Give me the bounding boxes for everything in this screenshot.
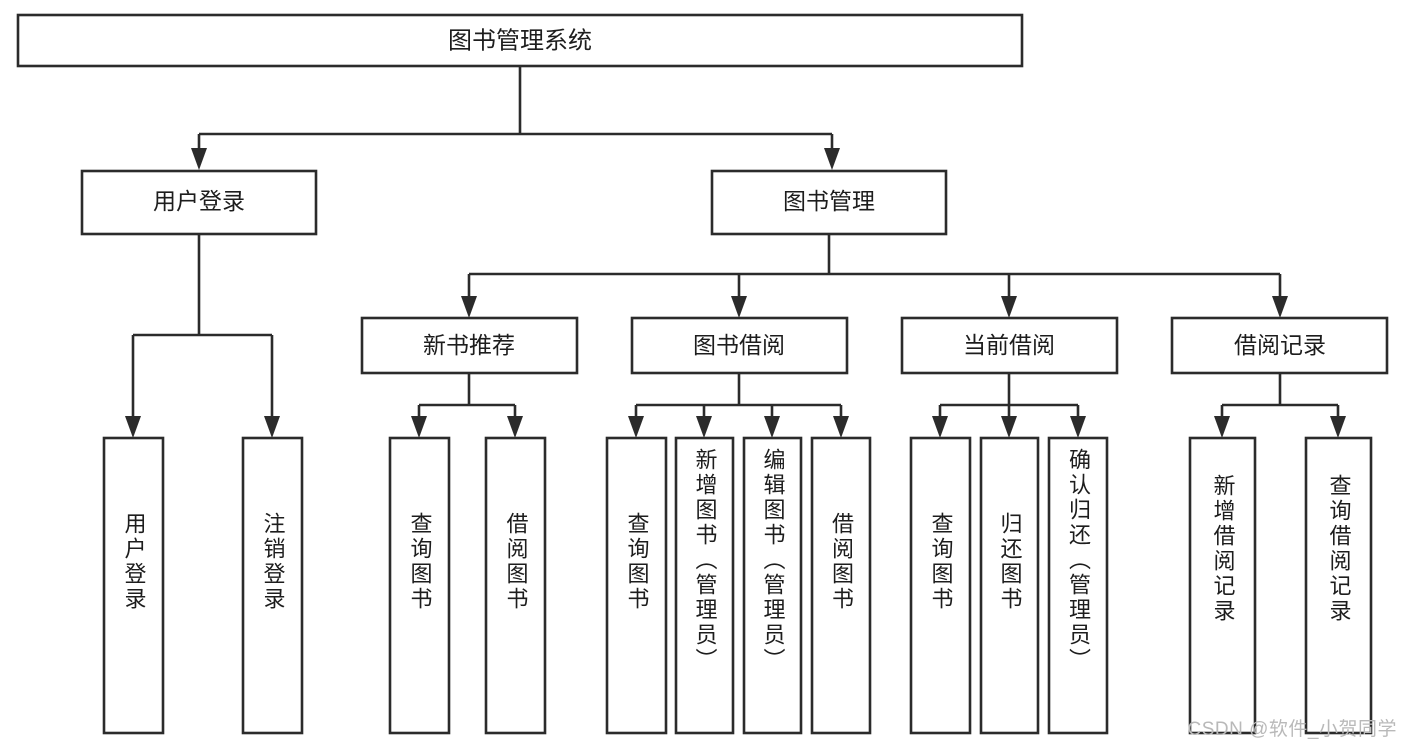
leaf-box-edit-book[interactable] bbox=[742, 436, 803, 735]
node-new-book-recommend[interactable]: 新书推荐 bbox=[360, 316, 579, 375]
leaf-box-cur-query-book[interactable] bbox=[909, 436, 972, 735]
node-current-borrow[interactable]: 当前借阅 bbox=[900, 316, 1119, 375]
connector-newbook-to-leaves bbox=[411, 373, 523, 438]
leaf-box-borrow-query-book[interactable] bbox=[605, 436, 668, 735]
leaf-box-logout[interactable] bbox=[241, 436, 304, 735]
node-book-borrow-label: 图书借阅 bbox=[693, 332, 785, 358]
leaf-box-add-record[interactable] bbox=[1188, 436, 1257, 735]
node-user-login[interactable]: 用户登录 bbox=[80, 169, 318, 236]
leaf-box-rec-borrow-book[interactable] bbox=[484, 436, 547, 735]
node-book-manage-label: 图书管理 bbox=[783, 188, 875, 214]
node-book-manage[interactable]: 图书管理 bbox=[710, 169, 948, 236]
connector-userlogin-to-leaves bbox=[125, 234, 280, 438]
node-current-borrow-label: 当前借阅 bbox=[963, 332, 1055, 358]
connector-root-to-level2 bbox=[191, 66, 840, 170]
leaf-box-user-login[interactable] bbox=[102, 436, 165, 735]
leaf-box-rec-query-book[interactable] bbox=[388, 436, 451, 735]
leaf-box-query-record[interactable] bbox=[1304, 436, 1373, 735]
node-book-borrow[interactable]: 图书借阅 bbox=[630, 316, 849, 375]
leaf-box-add-book[interactable] bbox=[674, 436, 735, 735]
connector-currentborrow-to-leaves bbox=[932, 373, 1086, 438]
node-borrow-record[interactable]: 借阅记录 bbox=[1170, 316, 1389, 375]
node-borrow-record-label: 借阅记录 bbox=[1234, 332, 1326, 358]
leaf-box-return-book[interactable] bbox=[979, 436, 1040, 735]
node-new-book-recommend-label: 新书推荐 bbox=[423, 332, 515, 358]
node-root[interactable]: 图书管理系统 bbox=[16, 13, 1024, 68]
connector-bookmanage-to-level3 bbox=[461, 234, 1288, 318]
csdn-watermark: CSDN @软件_小贺同学 bbox=[1187, 719, 1397, 740]
node-user-login-label: 用户登录 bbox=[153, 188, 245, 214]
leaf-box-confirm-return[interactable] bbox=[1047, 436, 1109, 735]
connector-bookborrow-to-leaves bbox=[628, 373, 849, 438]
leaf-box-borrow-book[interactable] bbox=[810, 436, 872, 735]
node-root-label: 图书管理系统 bbox=[448, 27, 592, 54]
connector-borrowrecord-to-leaves bbox=[1214, 373, 1346, 438]
